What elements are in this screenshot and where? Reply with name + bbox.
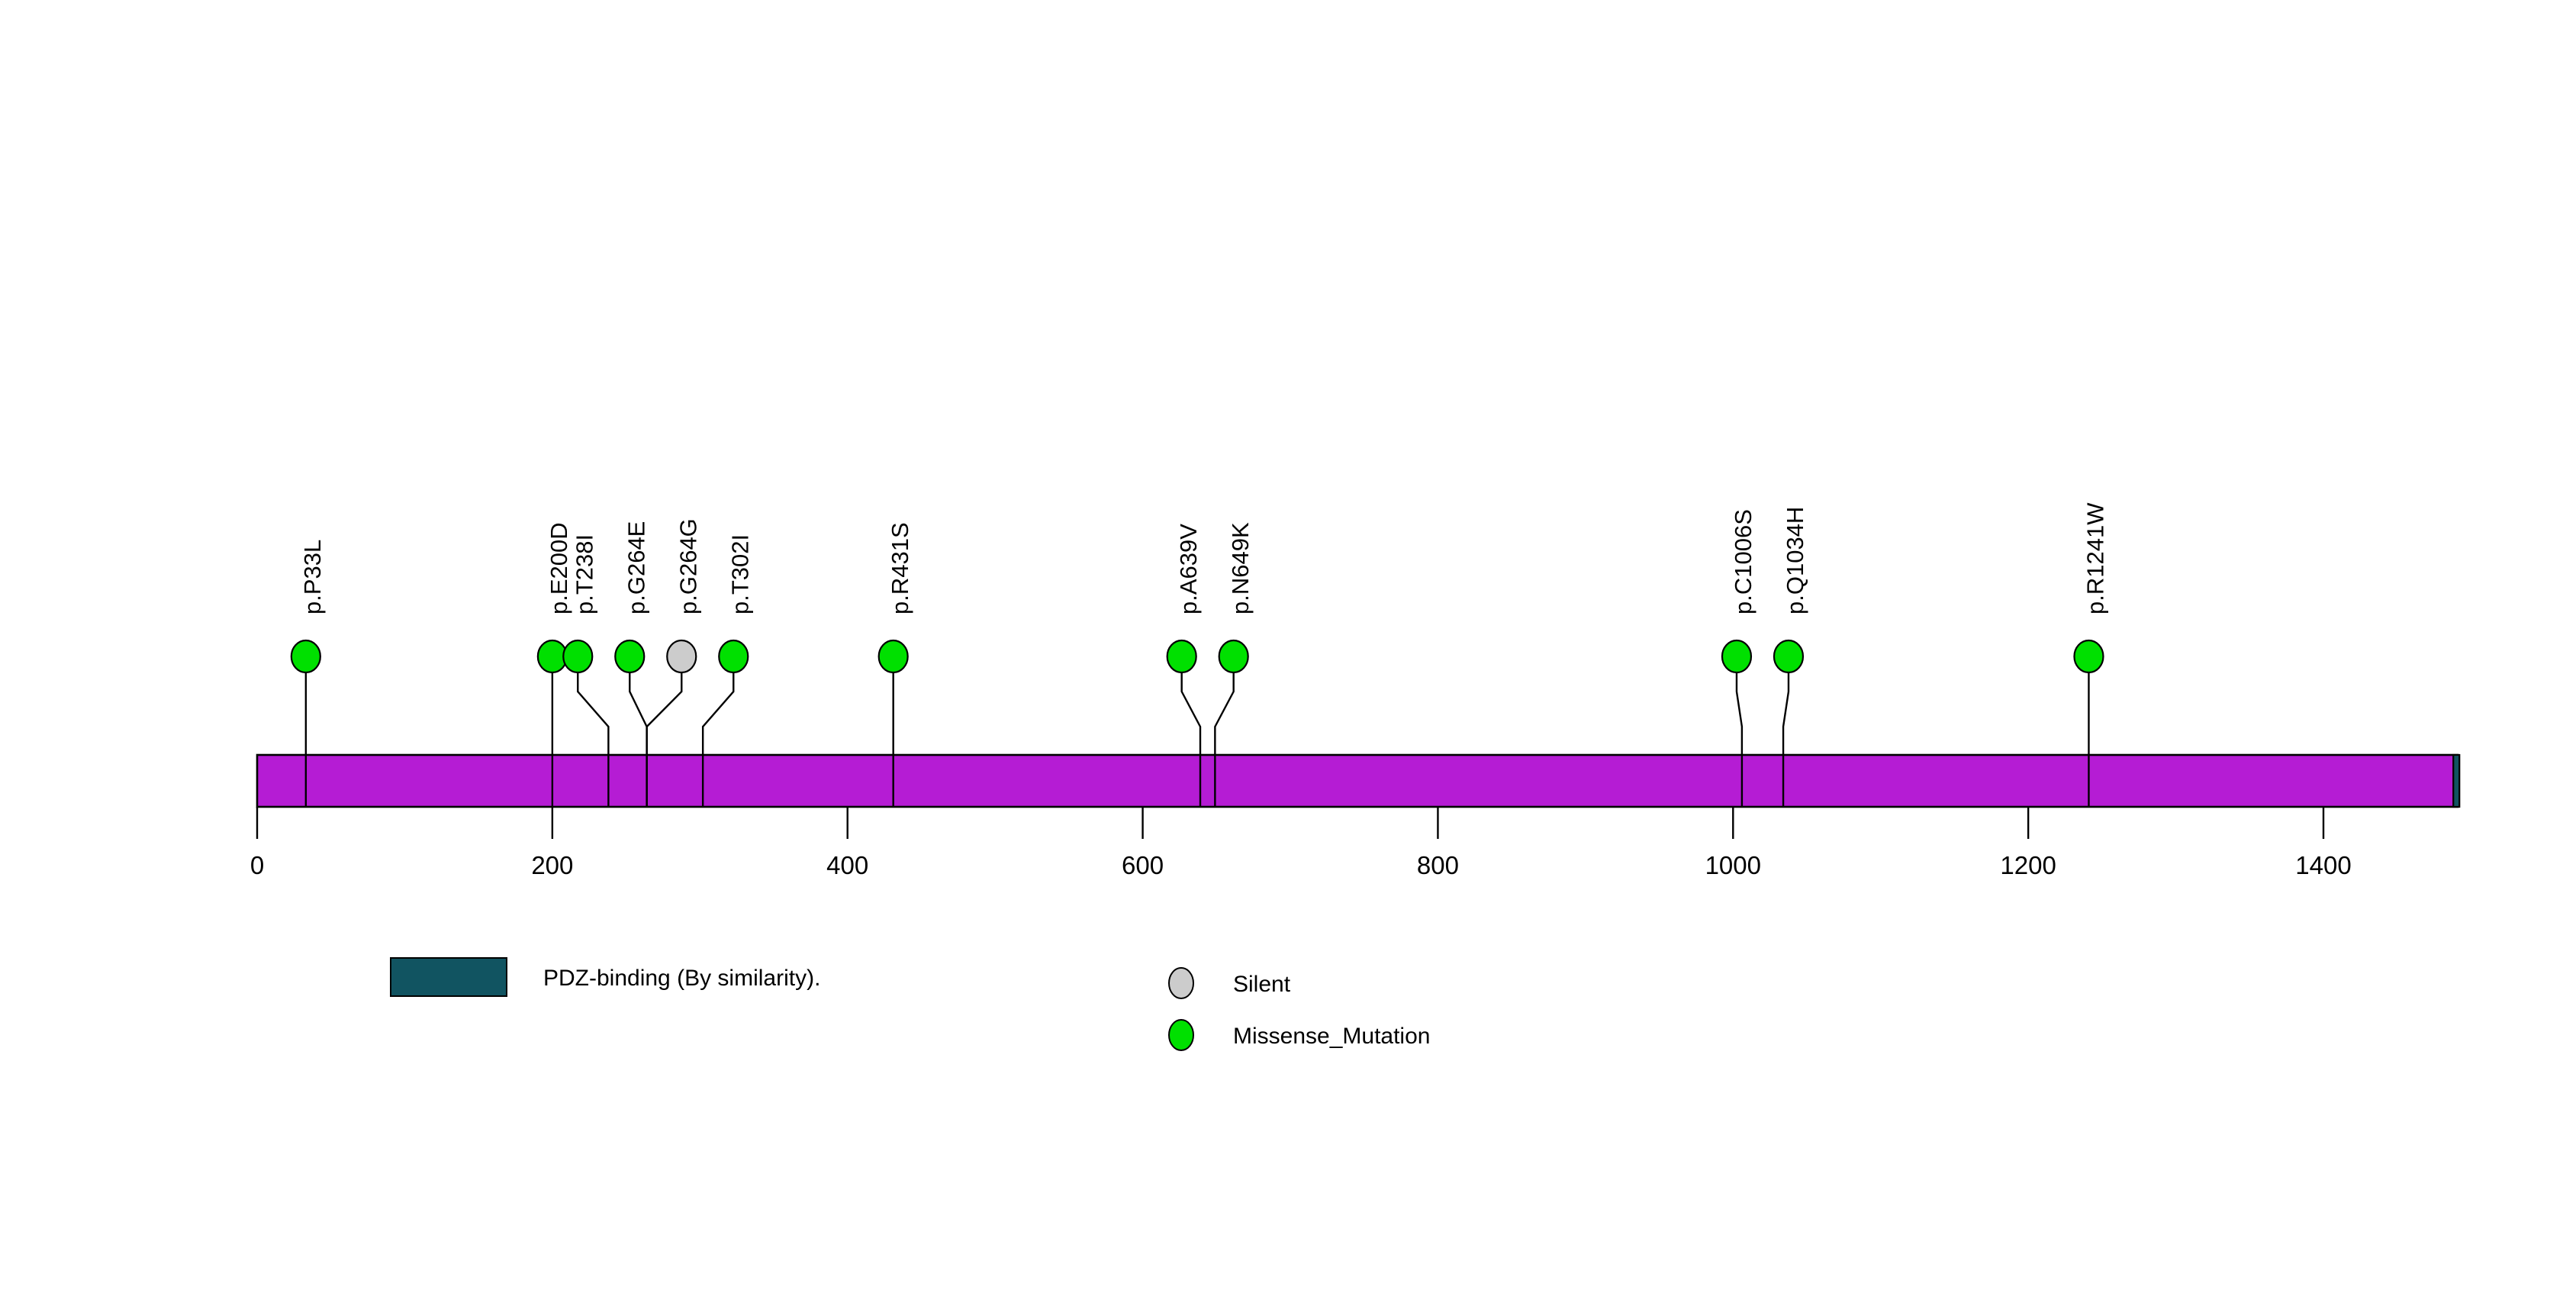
legend-mutation-label: Silent	[1233, 972, 1291, 997]
mutation-label: p.A639V	[1175, 524, 1202, 614]
lollipop-head[interactable]	[877, 639, 909, 674]
mutation-label: p.R431S	[887, 522, 913, 614]
lollipop-stem	[1180, 656, 1202, 807]
legend-group: PDZ-binding (By similarity). SilentMissen…	[390, 957, 1430, 1051]
axis-tick-label: 1400	[2295, 851, 2351, 879]
legend-domain-swatch	[390, 957, 507, 997]
mutation-label: p.T238I	[571, 534, 597, 614]
lollipop-stem	[646, 656, 683, 807]
legend-mutation-swatch	[1168, 1019, 1194, 1051]
lollipop-head[interactable]	[290, 639, 321, 674]
mutation-label: p.T302I	[726, 534, 753, 614]
mutation-label: p.P33L	[299, 540, 326, 614]
axis-tick-label: 1000	[1705, 851, 1761, 879]
mutation-label: p.N649K	[1227, 522, 1254, 614]
lollipop-head[interactable]	[536, 639, 568, 674]
legend-mutation-swatch	[1168, 967, 1194, 999]
lollipop-head[interactable]	[1773, 639, 1805, 674]
mutation-label: p.Q1034H	[1782, 507, 1808, 614]
lollipop-head[interactable]	[1166, 639, 1197, 674]
protein-backbone-bar	[256, 753, 2459, 808]
axis-tick-label: 400	[826, 851, 868, 879]
lollipop-head[interactable]	[666, 639, 697, 674]
mutation-label: p.E200D	[546, 522, 572, 614]
axis-tick-label: 0	[250, 851, 264, 879]
mutation-label: p.R1241W	[2082, 502, 2109, 614]
mutation-label: p.C1006S	[1730, 509, 1757, 614]
x-axis-group: 0 200 400 600 800 1000 1200 1400	[250, 807, 2352, 879]
axis-tick-label: 200	[531, 851, 573, 879]
axis-tick-label: 1200	[2000, 851, 2056, 879]
lollipop-stem	[577, 656, 610, 807]
lollipop-head[interactable]	[562, 639, 594, 674]
lollipop-head[interactable]	[1218, 639, 1249, 674]
lollipop-head[interactable]	[614, 639, 646, 674]
protein-backbone-group	[256, 753, 2459, 808]
lollipop-stem	[1782, 656, 1790, 807]
lollipop-head[interactable]	[718, 639, 749, 674]
protein-domains-group	[2452, 753, 2461, 808]
legend-domain-label: PDZ-binding (By similarity).	[543, 966, 820, 991]
axis-tick-label: 800	[1417, 851, 1459, 879]
lollipop-heads-group	[290, 639, 2104, 674]
mutation-label: p.G264E	[623, 521, 649, 614]
lollipop-stem	[701, 656, 735, 807]
lollipop-stems-group	[304, 656, 2090, 807]
mutation-label: p.G264G	[675, 518, 701, 614]
lollipop-head[interactable]	[1721, 639, 1753, 674]
lollipop-head[interactable]	[2073, 639, 2104, 674]
lollipop-stem	[1214, 656, 1235, 807]
protein-domain-pdz-binding[interactable]	[2452, 753, 2461, 808]
legend-mutation-label: Missense_Mutation	[1233, 1024, 1430, 1049]
axis-tick-label: 600	[1122, 851, 1164, 879]
lollipop-stem	[1735, 656, 1744, 807]
